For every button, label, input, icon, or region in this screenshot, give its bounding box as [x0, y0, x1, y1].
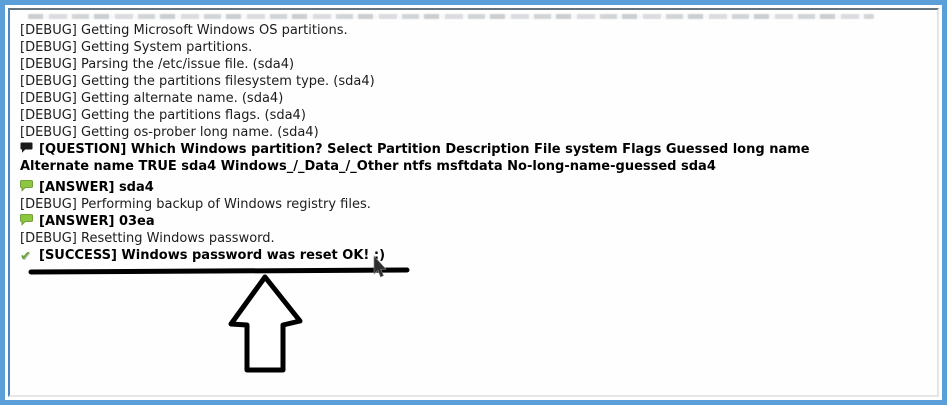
log-line-text: [DEBUG] Parsing the /etc/issue file. (sd… [20, 57, 295, 72]
log-line-text: [ANSWER] 03ea [39, 214, 155, 229]
log-line-text: [ANSWER] sda4 [39, 180, 154, 195]
log-line: [DEBUG] Parsing the /etc/issue file. (sd… [20, 56, 877, 73]
log-line: [DEBUG] Getting os-prober long name. (sd… [20, 124, 877, 141]
log-line: [DEBUG] Getting the partitions flags. (s… [20, 107, 877, 124]
log-line-text: [DEBUG] Getting the partitions filesyste… [20, 74, 375, 89]
log-line: ✔ [SUCCESS] Windows password was reset OK… [20, 247, 877, 264]
answer-bubble-icon [20, 214, 34, 226]
log-line-text: [QUESTION] Which Windows partition? Sele… [39, 142, 810, 157]
log-lines: [DEBUG] Getting Microsoft Windows OS par… [20, 22, 877, 264]
log-line: [DEBUG] Getting the partitions filesyste… [20, 73, 877, 90]
log-line-text: [SUCCESS] Windows password was reset OK!… [39, 248, 386, 263]
log-panel: [DEBUG] Getting Microsoft Windows OS par… [8, 8, 939, 397]
log-line-text: [DEBUG] Getting the partitions flags. (s… [20, 108, 306, 123]
log-line: [DEBUG] Getting alternate name. (sda4) [20, 90, 877, 107]
question-bubble-icon [20, 142, 34, 154]
log-line-continuation: Alternate name TRUE sda4 Windows_/_Data_… [20, 159, 716, 174]
clipped-text-remnant [28, 14, 874, 19]
log-line-text: [DEBUG] Getting Microsoft Windows OS par… [20, 23, 348, 38]
log-line: [DEBUG] Getting Microsoft Windows OS par… [20, 22, 877, 39]
log-line: [ANSWER] sda4 [20, 179, 877, 196]
success-check-icon: ✔ [20, 249, 31, 264]
log-line: [QUESTION] Which Windows partition? Sele… [20, 141, 877, 175]
log-line-text: [DEBUG] Resetting Windows password. [20, 231, 275, 246]
log-output: [DEBUG] Getting Microsoft Windows OS par… [10, 10, 937, 264]
log-line-text: [DEBUG] Getting System partitions. [20, 40, 253, 55]
log-line-text: [DEBUG] Getting alternate name. (sda4) [20, 91, 284, 106]
answer-bubble-icon [20, 180, 34, 192]
log-line: [DEBUG] Performing backup of Windows reg… [20, 196, 877, 213]
log-line-text: [DEBUG] Getting os-prober long name. (sd… [20, 125, 319, 140]
log-line-text: [DEBUG] Performing backup of Windows reg… [20, 197, 371, 212]
log-line: [DEBUG] Resetting Windows password. [20, 230, 877, 247]
log-line: [DEBUG] Getting System partitions. [20, 39, 877, 56]
log-line: [ANSWER] 03ea [20, 213, 877, 230]
